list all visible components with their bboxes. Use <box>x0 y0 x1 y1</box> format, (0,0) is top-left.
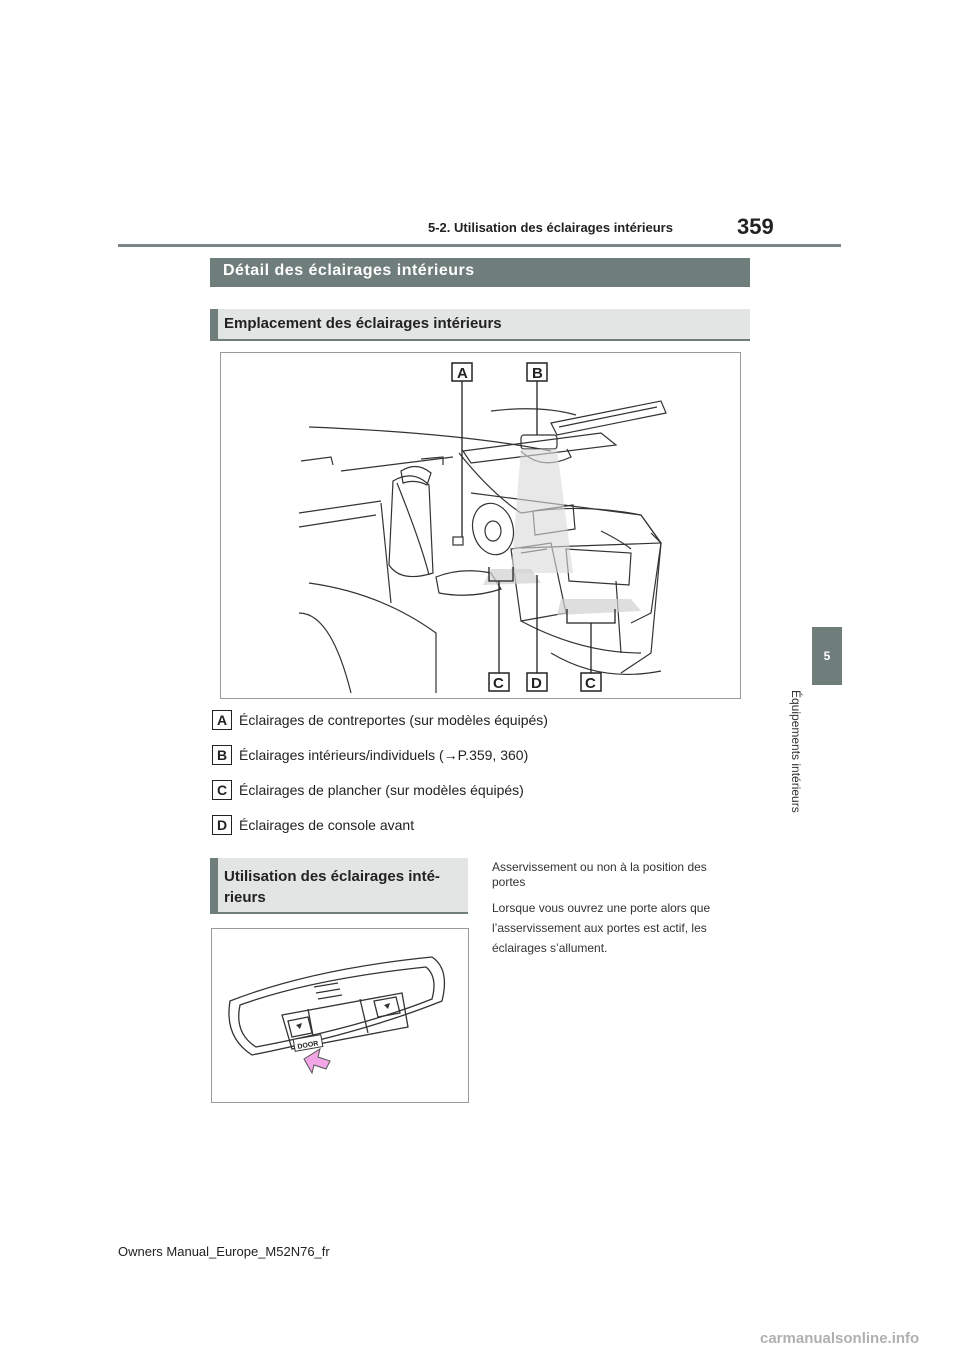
legend-letter: C <box>212 780 232 800</box>
usage-paragraph-1: Asservissement ou non à la position des … <box>492 860 707 889</box>
section-title: 5-2. Utilisation des éclairages intérieu… <box>428 220 673 235</box>
chapter-title: Équipements intérieurs <box>789 690 803 813</box>
legend-letter: D <box>212 815 232 835</box>
legend-letter: A <box>212 710 232 730</box>
callout-d: D <box>531 675 542 692</box>
location-heading-bar: Emplacement des éclairages intérieurs <box>210 309 750 341</box>
interior-illustration: A B C D C <box>220 352 741 699</box>
overhead-switch-illustration: DOOR <box>211 928 469 1103</box>
legend-item-c: C Éclairages de plancher (sur modèles éq… <box>212 780 524 800</box>
main-heading-bar: Détail des éclairages intérieurs <box>210 258 750 287</box>
usage-heading-bar: Utilisation des éclairages inté- rieurs <box>210 858 468 914</box>
legend-text: Éclairages de plancher (sur modèles équi… <box>239 782 524 798</box>
callout-c-right: C <box>585 675 596 692</box>
legend-text: Éclairages de console avant <box>239 817 415 833</box>
car-interior-drawing: A B C D C <box>298 362 667 694</box>
header-rule <box>118 244 841 247</box>
legend-item-b: B Éclairages intérieurs/individuels (→P.… <box>212 745 528 765</box>
legend-text: Éclairages intérieurs/individuels (→P.35… <box>239 747 529 763</box>
location-heading: Emplacement des éclairages intérieurs <box>224 315 502 332</box>
chapter-tab[interactable]: 5 <box>812 627 842 685</box>
manual-name: Owners Manual_Europe_M52N76_fr <box>118 1244 330 1259</box>
heading-accent <box>210 309 218 339</box>
overhead-switch-drawing: DOOR <box>228 956 446 1075</box>
callout-c-left: C <box>493 675 504 692</box>
callout-b: B <box>532 365 543 382</box>
legend-text: Éclairages de contreportes (sur modèles … <box>239 712 548 728</box>
floor-light-beam-right <box>557 599 641 615</box>
legend-letter: B <box>212 745 232 765</box>
overhead-light-beam <box>511 449 573 573</box>
usage-heading-line2: rieurs <box>224 889 266 906</box>
callout-a: A <box>457 365 468 382</box>
legend-item-a: A Éclairages de contreportes (sur modèle… <box>212 710 548 730</box>
floor-light-beam-left <box>483 569 541 585</box>
press-arrow-icon <box>303 1047 331 1075</box>
page-number: 359 <box>737 214 774 239</box>
heading-accent <box>210 858 218 912</box>
usage-paragraph-2: Lorsque vous ouvrez une porte alors que … <box>492 901 711 955</box>
usage-heading-line1: Utilisation des éclairages inté- <box>224 868 440 885</box>
main-heading: Détail des éclairages intérieurs <box>223 262 475 279</box>
door-button-label: DOOR <box>297 1040 319 1051</box>
watermark: carmanualsonline.info <box>760 1330 920 1347</box>
legend-item-d: D Éclairages de console avant <box>212 815 414 835</box>
